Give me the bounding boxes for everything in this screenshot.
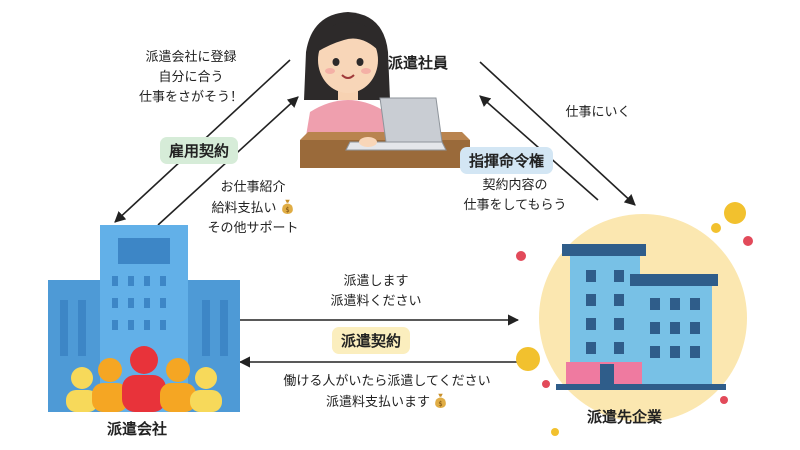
- register-note: 派遣会社に登録 自分に合う 仕事をさがそう！: [122, 48, 260, 108]
- register-note-line: 仕事をさがそう！: [138, 90, 243, 105]
- dispatch-contract-badge: 派遣契約: [332, 327, 411, 354]
- people-group-icon: [66, 346, 222, 412]
- support-note: お仕事紹介 給料支払い$ その他サポート: [188, 178, 318, 239]
- command-authority-badge: 指揮命令権: [460, 147, 554, 174]
- office-building-icon: [48, 225, 240, 412]
- money-bag-icon: $: [435, 393, 446, 408]
- support-note-line: その他サポート: [207, 221, 299, 236]
- support-note-line: 給料支払い$: [188, 198, 318, 219]
- register-note-line: 派遣会社に登録: [145, 50, 237, 65]
- agency-to-client-line: 派遣します: [343, 274, 409, 289]
- client-label: 派遣先企業: [587, 408, 663, 426]
- instructed-note-line: 仕事をしてもらう: [463, 198, 567, 213]
- arrow-employee-to-client: [479, 61, 636, 206]
- agency-label: 派遣会社: [107, 420, 168, 438]
- instructed-note-line: 契約内容の: [482, 178, 548, 193]
- agency-to-client-note: 派遣します 派遣料ください: [316, 272, 436, 312]
- company-building-icon: [556, 244, 726, 390]
- svg-text:$: $: [438, 400, 442, 408]
- client-to-agency-line: 派遣料支払います$: [264, 392, 510, 413]
- agency-to-client-line: 派遣料ください: [330, 294, 422, 309]
- register-note-line: 自分に合う: [158, 70, 224, 85]
- employee-label: 派遣社員: [388, 54, 449, 72]
- support-note-line: お仕事紹介: [220, 180, 286, 195]
- employment-contract-badge: 雇用契約: [160, 137, 239, 164]
- woman-with-laptop-icon: [300, 12, 470, 168]
- decor-dots: [516, 202, 753, 436]
- svg-text:$: $: [285, 206, 289, 214]
- client-to-agency-line: 働ける人がいたら派遣してください: [283, 374, 491, 389]
- go-work-note: 仕事にいく: [565, 105, 631, 120]
- client-to-agency-note: 働ける人がいたら派遣してください 派遣料支払います$: [264, 372, 510, 413]
- money-bag-icon: $: [281, 199, 293, 214]
- instructed-note: 契約内容の 仕事をしてもらう: [444, 176, 586, 216]
